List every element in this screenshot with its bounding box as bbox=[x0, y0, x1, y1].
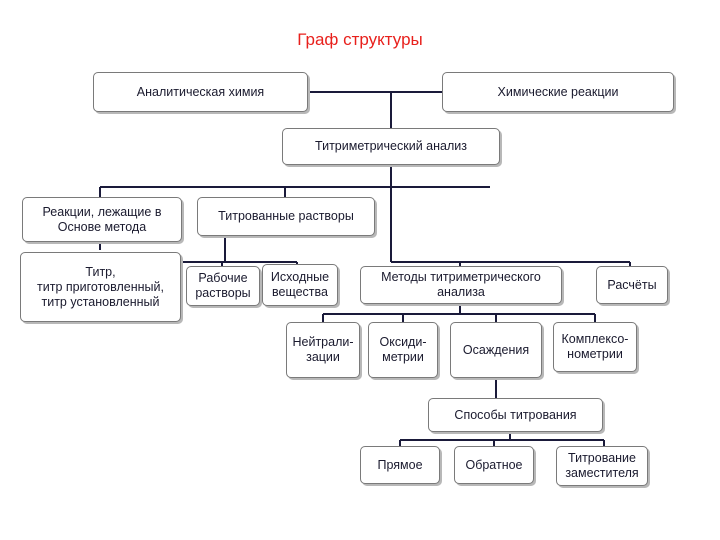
node-precipitation: Осаждения bbox=[450, 322, 542, 378]
node-source-substances: Исходные вещества bbox=[262, 264, 338, 306]
node-working-solutions: Рабочие растворы bbox=[186, 266, 260, 306]
node-reactions-basis: Реакции, лежащие в Основе метода bbox=[22, 197, 182, 242]
node-complexometry: Комплексо- нометрии bbox=[553, 322, 637, 372]
node-substitution: Титрование заместителя bbox=[556, 446, 648, 486]
node-calculations: Расчёты bbox=[596, 266, 668, 304]
node-titer-types: Титр, титр приготовленный, титр установл… bbox=[20, 252, 181, 322]
node-analytical-chemistry: Аналитическая химия bbox=[93, 72, 308, 112]
node-direct: Прямое bbox=[360, 446, 440, 484]
node-reverse: Обратное bbox=[454, 446, 534, 484]
node-titrimetric-methods: Методы титриметрического анализа bbox=[360, 266, 562, 304]
node-oxidimetry: Оксиди- метрии bbox=[368, 322, 438, 378]
node-chemical-reactions: Химические реакции bbox=[442, 72, 674, 112]
node-titrimetric-analysis: Титриметрический анализ bbox=[282, 128, 500, 165]
node-titrated-solutions: Титрованные растворы bbox=[197, 197, 375, 236]
diagram-title: Граф структуры bbox=[297, 30, 423, 49]
node-titration-methods: Способы титрования bbox=[428, 398, 603, 432]
node-neutralization: Нейтрали- зации bbox=[286, 322, 360, 378]
